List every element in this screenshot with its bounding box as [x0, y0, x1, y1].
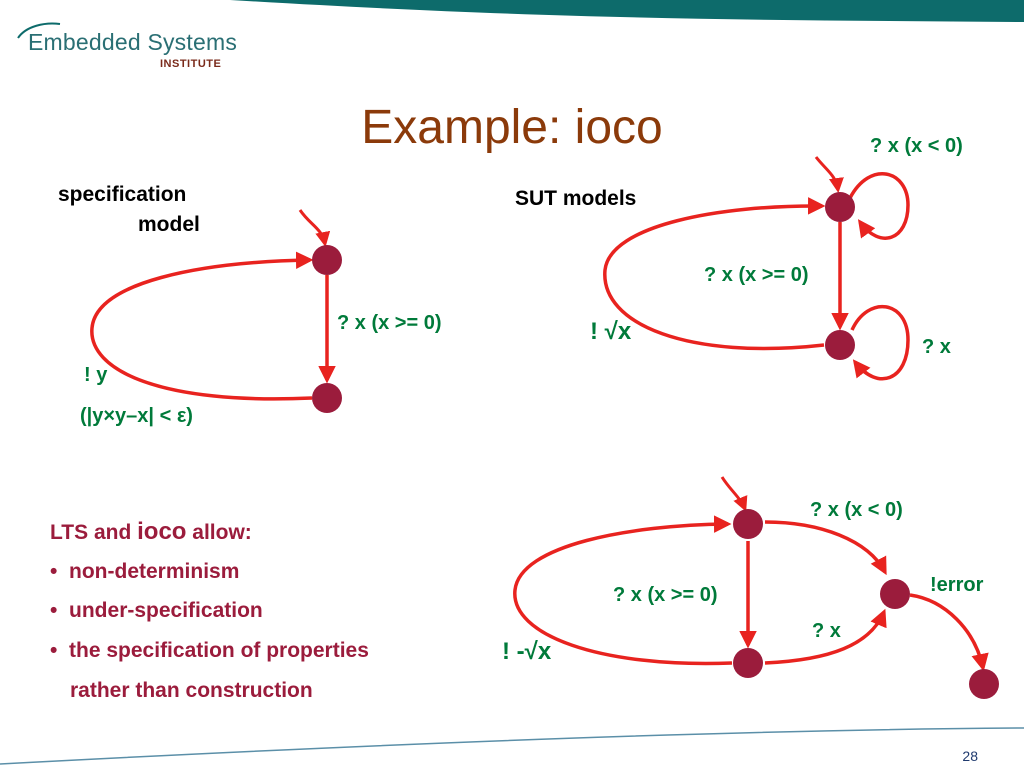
- spec-output-label: ! y: [84, 364, 108, 386]
- sut2-entry-arrow: [720, 476, 748, 512]
- sut1-self-loop-top: [848, 172, 910, 240]
- sut2-state-bottom: [733, 648, 763, 678]
- lts-continuation: rather than construction: [70, 679, 313, 702]
- sut1-self-loop-bottom: [850, 304, 910, 381]
- bullet-dot-icon: •: [50, 560, 70, 583]
- sut1-state-top: [825, 192, 855, 222]
- lts-bullet-text: under-specification: [69, 599, 263, 622]
- sut2-top-to-error: [764, 520, 887, 576]
- spec-output-condition: (|y×y–x| < ε): [80, 405, 193, 427]
- sut-models-label: SUT models: [515, 187, 637, 210]
- sut2-state-top: [733, 509, 763, 539]
- sut1-entry-arrow: [814, 156, 844, 193]
- sut1-output-label: ! √x: [590, 318, 632, 345]
- logo-subtitle: INSTITUTE: [160, 58, 222, 70]
- slide-title: Example: ioco: [361, 101, 663, 154]
- lts-bullet-text: non-determinism: [69, 560, 240, 583]
- logo-title: Embedded Systems: [28, 29, 238, 55]
- footer-swoosh: [0, 727, 1024, 765]
- spec-loop-edge: [90, 251, 314, 401]
- spec-state-top: [312, 245, 342, 275]
- lts-heading-suffix: allow:: [186, 521, 252, 544]
- sut2-to-error-bottom-label: ? x: [812, 620, 841, 642]
- spec-label-line2: model: [138, 213, 200, 236]
- lts-heading-prefix: LTS and: [50, 521, 138, 544]
- sut1-state-bottom: [825, 330, 855, 360]
- sut2-error-edge: [909, 593, 989, 672]
- lts-heading: LTS and ioco allow:: [50, 518, 252, 546]
- spec-transition-down-label: ? x (x >= 0): [337, 312, 442, 334]
- sut1-self-loop-top-label: ? x (x < 0): [870, 135, 963, 157]
- sut2-transition-down-label: ? x (x >= 0): [613, 584, 718, 606]
- sut2-state-error: [880, 579, 910, 609]
- lts-bullet-item: • non-determinism: [50, 560, 239, 584]
- lts-bullet-item: • under-specification: [50, 599, 263, 623]
- lts-bullet-item: • the specification of properties: [50, 639, 369, 663]
- sut1-transition-down-label: ? x (x >= 0): [704, 264, 809, 286]
- sut2-output-label: ! -√x: [502, 638, 552, 665]
- sut2-state-final: [969, 669, 999, 699]
- sut2-loop-edge: [513, 515, 733, 666]
- sut1-self-loop-bottom-label: ? x: [922, 336, 951, 358]
- spec-state-bottom: [312, 383, 342, 413]
- lts-bullet-text: the specification of properties: [69, 639, 369, 662]
- logo-swoosh: [17, 22, 61, 39]
- spec-entry-arrow: [298, 209, 331, 247]
- lts-heading-keyword: ioco: [137, 518, 187, 545]
- page-number: 28: [962, 748, 978, 764]
- bullet-dot-icon: •: [50, 639, 70, 662]
- sut2-error-output-label: !error: [930, 574, 984, 596]
- header-band: [230, 0, 1024, 22]
- spec-label-line1: specification: [58, 183, 187, 206]
- bullet-dot-icon: •: [50, 599, 70, 622]
- sut2-to-error-top-label: ? x (x < 0): [810, 499, 903, 521]
- sut2-bottom-to-error: [764, 608, 887, 665]
- sut1-loop-edge: [603, 197, 826, 351]
